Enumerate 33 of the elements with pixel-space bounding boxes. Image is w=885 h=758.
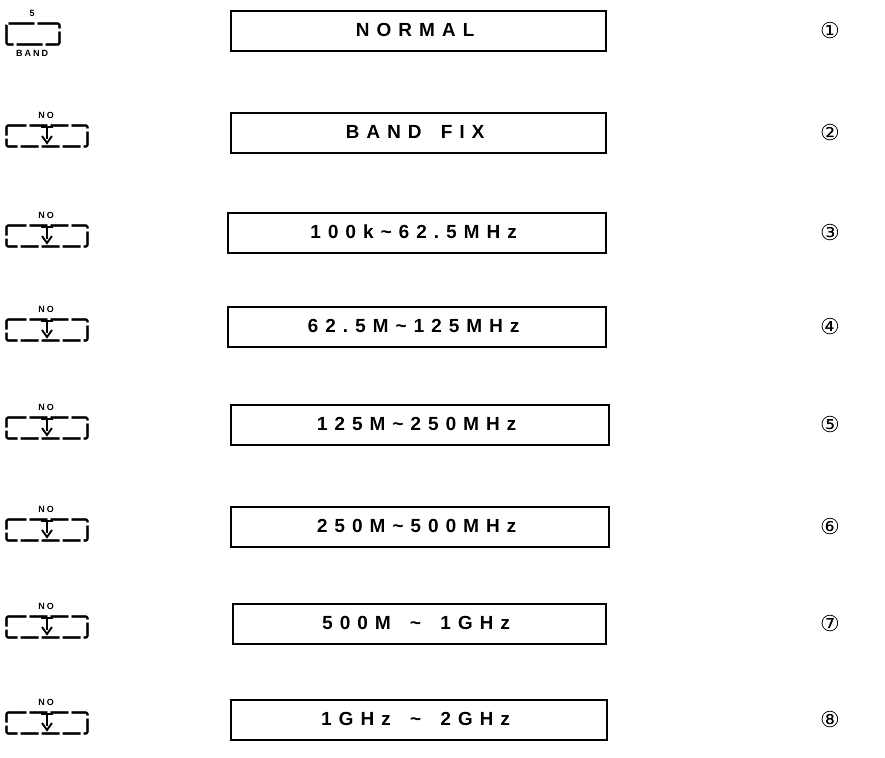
key-label: BAND: [15, 48, 51, 58]
display-text: 62.5M~125MHz: [308, 316, 526, 338]
step-number: ④: [820, 314, 840, 340]
display-panel: [230, 699, 608, 741]
display-text: 100k~62.5MHz: [310, 222, 524, 244]
key-label: NO: [37, 210, 57, 220]
step-number: ⑦: [820, 611, 840, 637]
display-text: BAND FIX: [346, 122, 492, 144]
step-number: ⑧: [820, 707, 840, 733]
key-label: NO: [37, 504, 57, 514]
step-number: ②: [820, 120, 840, 146]
display-panel: [227, 306, 607, 348]
step-number: ③: [820, 220, 840, 246]
display-text: 250M~500MHz: [316, 516, 524, 538]
display-panel: [230, 404, 610, 446]
display-text: 1GHz ~ 2GHz: [321, 709, 517, 731]
display-panel: [232, 603, 607, 645]
step-number: ⑤: [820, 412, 840, 438]
key-label: NO: [37, 304, 57, 314]
display-text: 500M ~ 1GHz: [322, 613, 517, 635]
display-panel: [230, 10, 607, 52]
key-label: 5: [28, 8, 38, 18]
display-panel: [230, 112, 607, 154]
key-label: NO: [37, 402, 57, 412]
step-number: ①: [820, 18, 840, 44]
key-label: NO: [37, 110, 57, 120]
display-text: NORMAL: [356, 20, 482, 42]
display-panel: [230, 506, 610, 548]
step-number: ⑥: [820, 514, 840, 540]
key-label: NO: [37, 697, 57, 707]
key-label: NO: [37, 601, 57, 611]
display-panel: [227, 212, 607, 254]
display-text: 125M~250MHz: [316, 414, 524, 436]
